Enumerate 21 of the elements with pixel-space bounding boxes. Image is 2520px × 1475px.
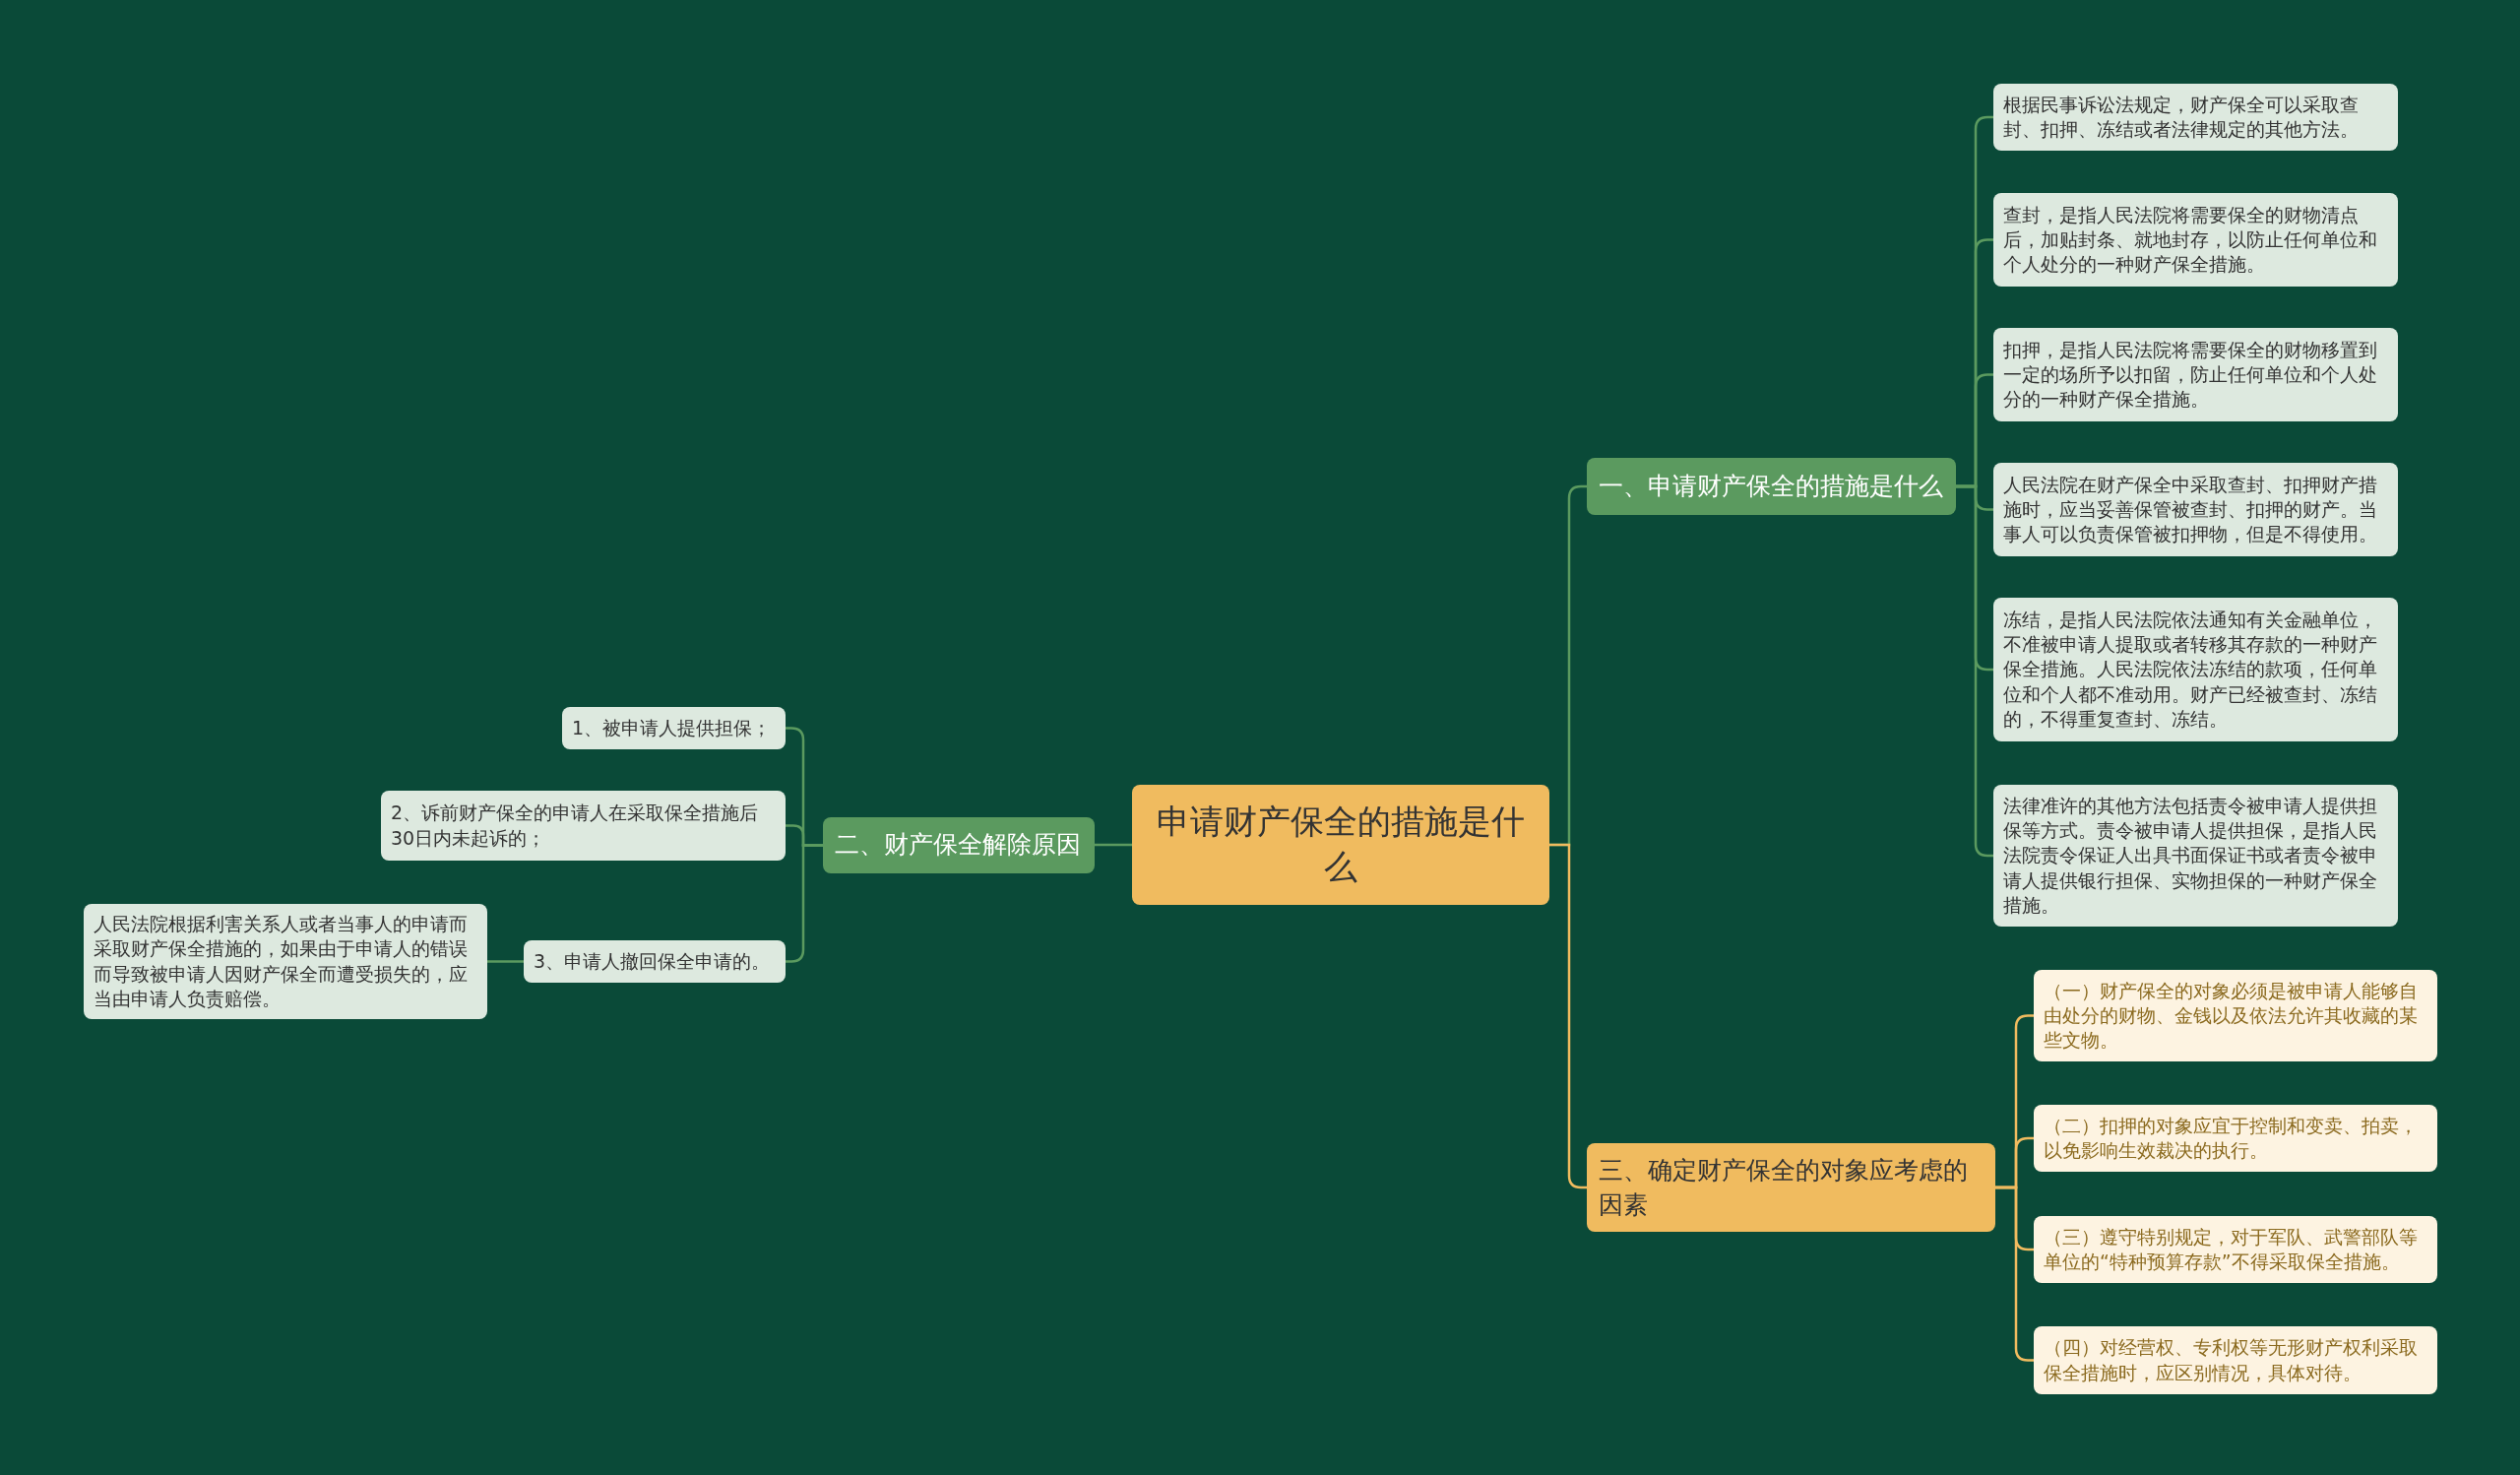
note-box: 法律准许的其他方法包括责令被申请人提供担保等方式。责令被申请人提供担保，是指人民法院责令保证人出具书面保证书或者责令被申请人提供银行担保、实物担保的一种财产保全措施。 (1993, 785, 2398, 927)
note-box: 扣押，是指人民法院将需要保全的财物移置到一定的场所予以扣留，防止任何单位和个人处分的一种财产保全措施。 (1993, 328, 2398, 421)
note-box: （四）对经营权、专利权等无形财产权利采取保全措施时，应区别情况，具体对待。 (2034, 1326, 2437, 1394)
note-box: 2、诉前财产保全的申请人在采取保全措施后30日内未起诉的； (381, 791, 786, 861)
note-box: 查封，是指人民法院将需要保全的财物清点后，加贴封条、就地封存，以防止任何单位和个人处分的一种财产保全措施。 (1993, 193, 2398, 287)
note-box: （一）财产保全的对象必须是被申请人能够自由处分的财物、金钱以及依法允许其收藏的某些文物。 (2034, 970, 2437, 1061)
connector-line (1095, 843, 1132, 847)
note-box: 人民法院在财产保全中采取查封、扣押财产措施时，应当妥善保管被查封、扣押的财产。当事人可以负责保管被扣押物，但是不得使用。 (1993, 463, 2398, 556)
branch-topic-box: 二、财产保全解除原因 (823, 817, 1095, 873)
note-box: （二）扣押的对象应宜于控制和变卖、拍卖，以免影响生效裁决的执行。 (2034, 1105, 2437, 1172)
note-box: 1、被申请人提供担保； (562, 707, 786, 749)
connector-line (487, 960, 524, 963)
central-topic-box: 申请财产保全的措施是什么 (1132, 785, 1549, 905)
note-box: 3、申请人撤回保全申请的。 (524, 940, 786, 983)
branch-topic-box: 三、确定财产保全的对象应考虑的因素 (1587, 1143, 1995, 1232)
note-box: 冻结，是指人民法院依法通知有关金融单位，不准被申请人提取或者转移其存款的一种财产保全措施。人民法院依法冻结的款项，任何单位和个人都不准动用。财产已经被查封、冻结的，不得重复查封、冻结。 (1993, 598, 2398, 741)
branch-topic-box: 一、申请财产保全的措施是什么 (1587, 458, 1956, 515)
note-box: （三）遵守特别规定，对于军队、武警部队等单位的“特种预算存款”不得采取保全措施。 (2034, 1216, 2437, 1283)
note-box: 人民法院根据利害关系人或者当事人的申请而采取财产保全措施的，如果由于申请人的错误而导致被申请人因财产保全而遭受损失的，应当由申请人负责赔偿。 (84, 904, 487, 1019)
connector-line (1549, 843, 1587, 1189)
note-box: 根据民事诉讼法规定，财产保全可以采取查封、扣押、冻结或者法律规定的其他方法。 (1993, 84, 2398, 151)
